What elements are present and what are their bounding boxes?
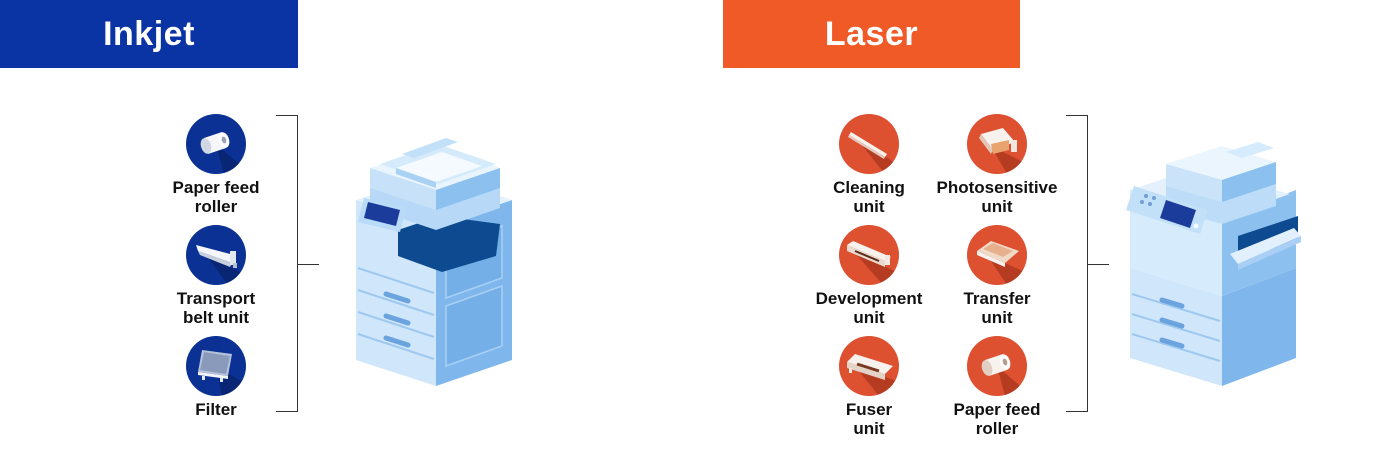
inkjet-header: Inkjet bbox=[0, 0, 298, 68]
laser-part-cleaning-unit: Cleaning unit bbox=[789, 114, 949, 216]
part-label-line2: roller bbox=[975, 419, 1019, 438]
inkjet-part-transport-belt-unit: Transport belt unit bbox=[136, 225, 296, 327]
inkjet-part-paper-feed-roller: Paper feed roller bbox=[136, 114, 296, 216]
part-label-line1: Paper feed bbox=[172, 178, 260, 197]
cleaning-blade-icon bbox=[839, 114, 899, 174]
part-label-line2: roller bbox=[194, 197, 238, 216]
roller-icon bbox=[186, 114, 246, 174]
transport-belt-icon bbox=[186, 225, 246, 285]
laser-part-development-unit: Development unit bbox=[789, 225, 949, 327]
part-label-line2: unit bbox=[981, 197, 1013, 216]
part-label-line1: Transfer bbox=[963, 289, 1031, 308]
laser-bracket-connector bbox=[1087, 264, 1109, 265]
part-label-line1: Cleaning bbox=[833, 178, 905, 197]
photosensitive-drum-icon bbox=[967, 114, 1027, 174]
part-label-line2: unit bbox=[853, 419, 885, 438]
laser-printer-illustration bbox=[1126, 142, 1301, 386]
laser-part-fuser-unit: Fuser unit bbox=[789, 336, 949, 438]
part-label-line2: belt unit bbox=[182, 308, 250, 327]
inkjet-bracket bbox=[276, 115, 298, 412]
filter-icon bbox=[186, 336, 246, 396]
part-label-line1: Photosensitive bbox=[936, 178, 1058, 197]
laser-part-paper-feed-roller: Paper feed roller bbox=[917, 336, 1077, 438]
part-label-line1: Paper feed bbox=[953, 400, 1041, 419]
laser-title: Laser bbox=[824, 14, 919, 53]
transfer-unit-icon bbox=[967, 225, 1027, 285]
laser-bracket bbox=[1066, 115, 1088, 412]
fuser-unit-icon bbox=[839, 336, 899, 396]
inkjet-bracket-connector bbox=[297, 264, 319, 265]
inkjet-title: Inkjet bbox=[103, 14, 195, 53]
roller-icon bbox=[967, 336, 1027, 396]
laser-part-transfer-unit: Transfer unit bbox=[917, 225, 1077, 327]
part-label-line1: Transport bbox=[176, 289, 256, 308]
laser-header: Laser bbox=[723, 0, 1020, 68]
development-unit-icon bbox=[839, 225, 899, 285]
part-label-line1: Development bbox=[815, 289, 923, 308]
part-label-line2: unit bbox=[853, 308, 885, 327]
part-label-line1: Fuser bbox=[845, 400, 893, 419]
inkjet-part-filter: Filter bbox=[136, 336, 296, 419]
part-label-line2: unit bbox=[981, 308, 1013, 327]
part-label-line1: Filter bbox=[195, 400, 237, 419]
laser-part-photosensitive-unit: Photosensitive unit bbox=[917, 114, 1077, 216]
inkjet-printer-illustration bbox=[356, 138, 512, 386]
part-label-line2: unit bbox=[853, 197, 885, 216]
